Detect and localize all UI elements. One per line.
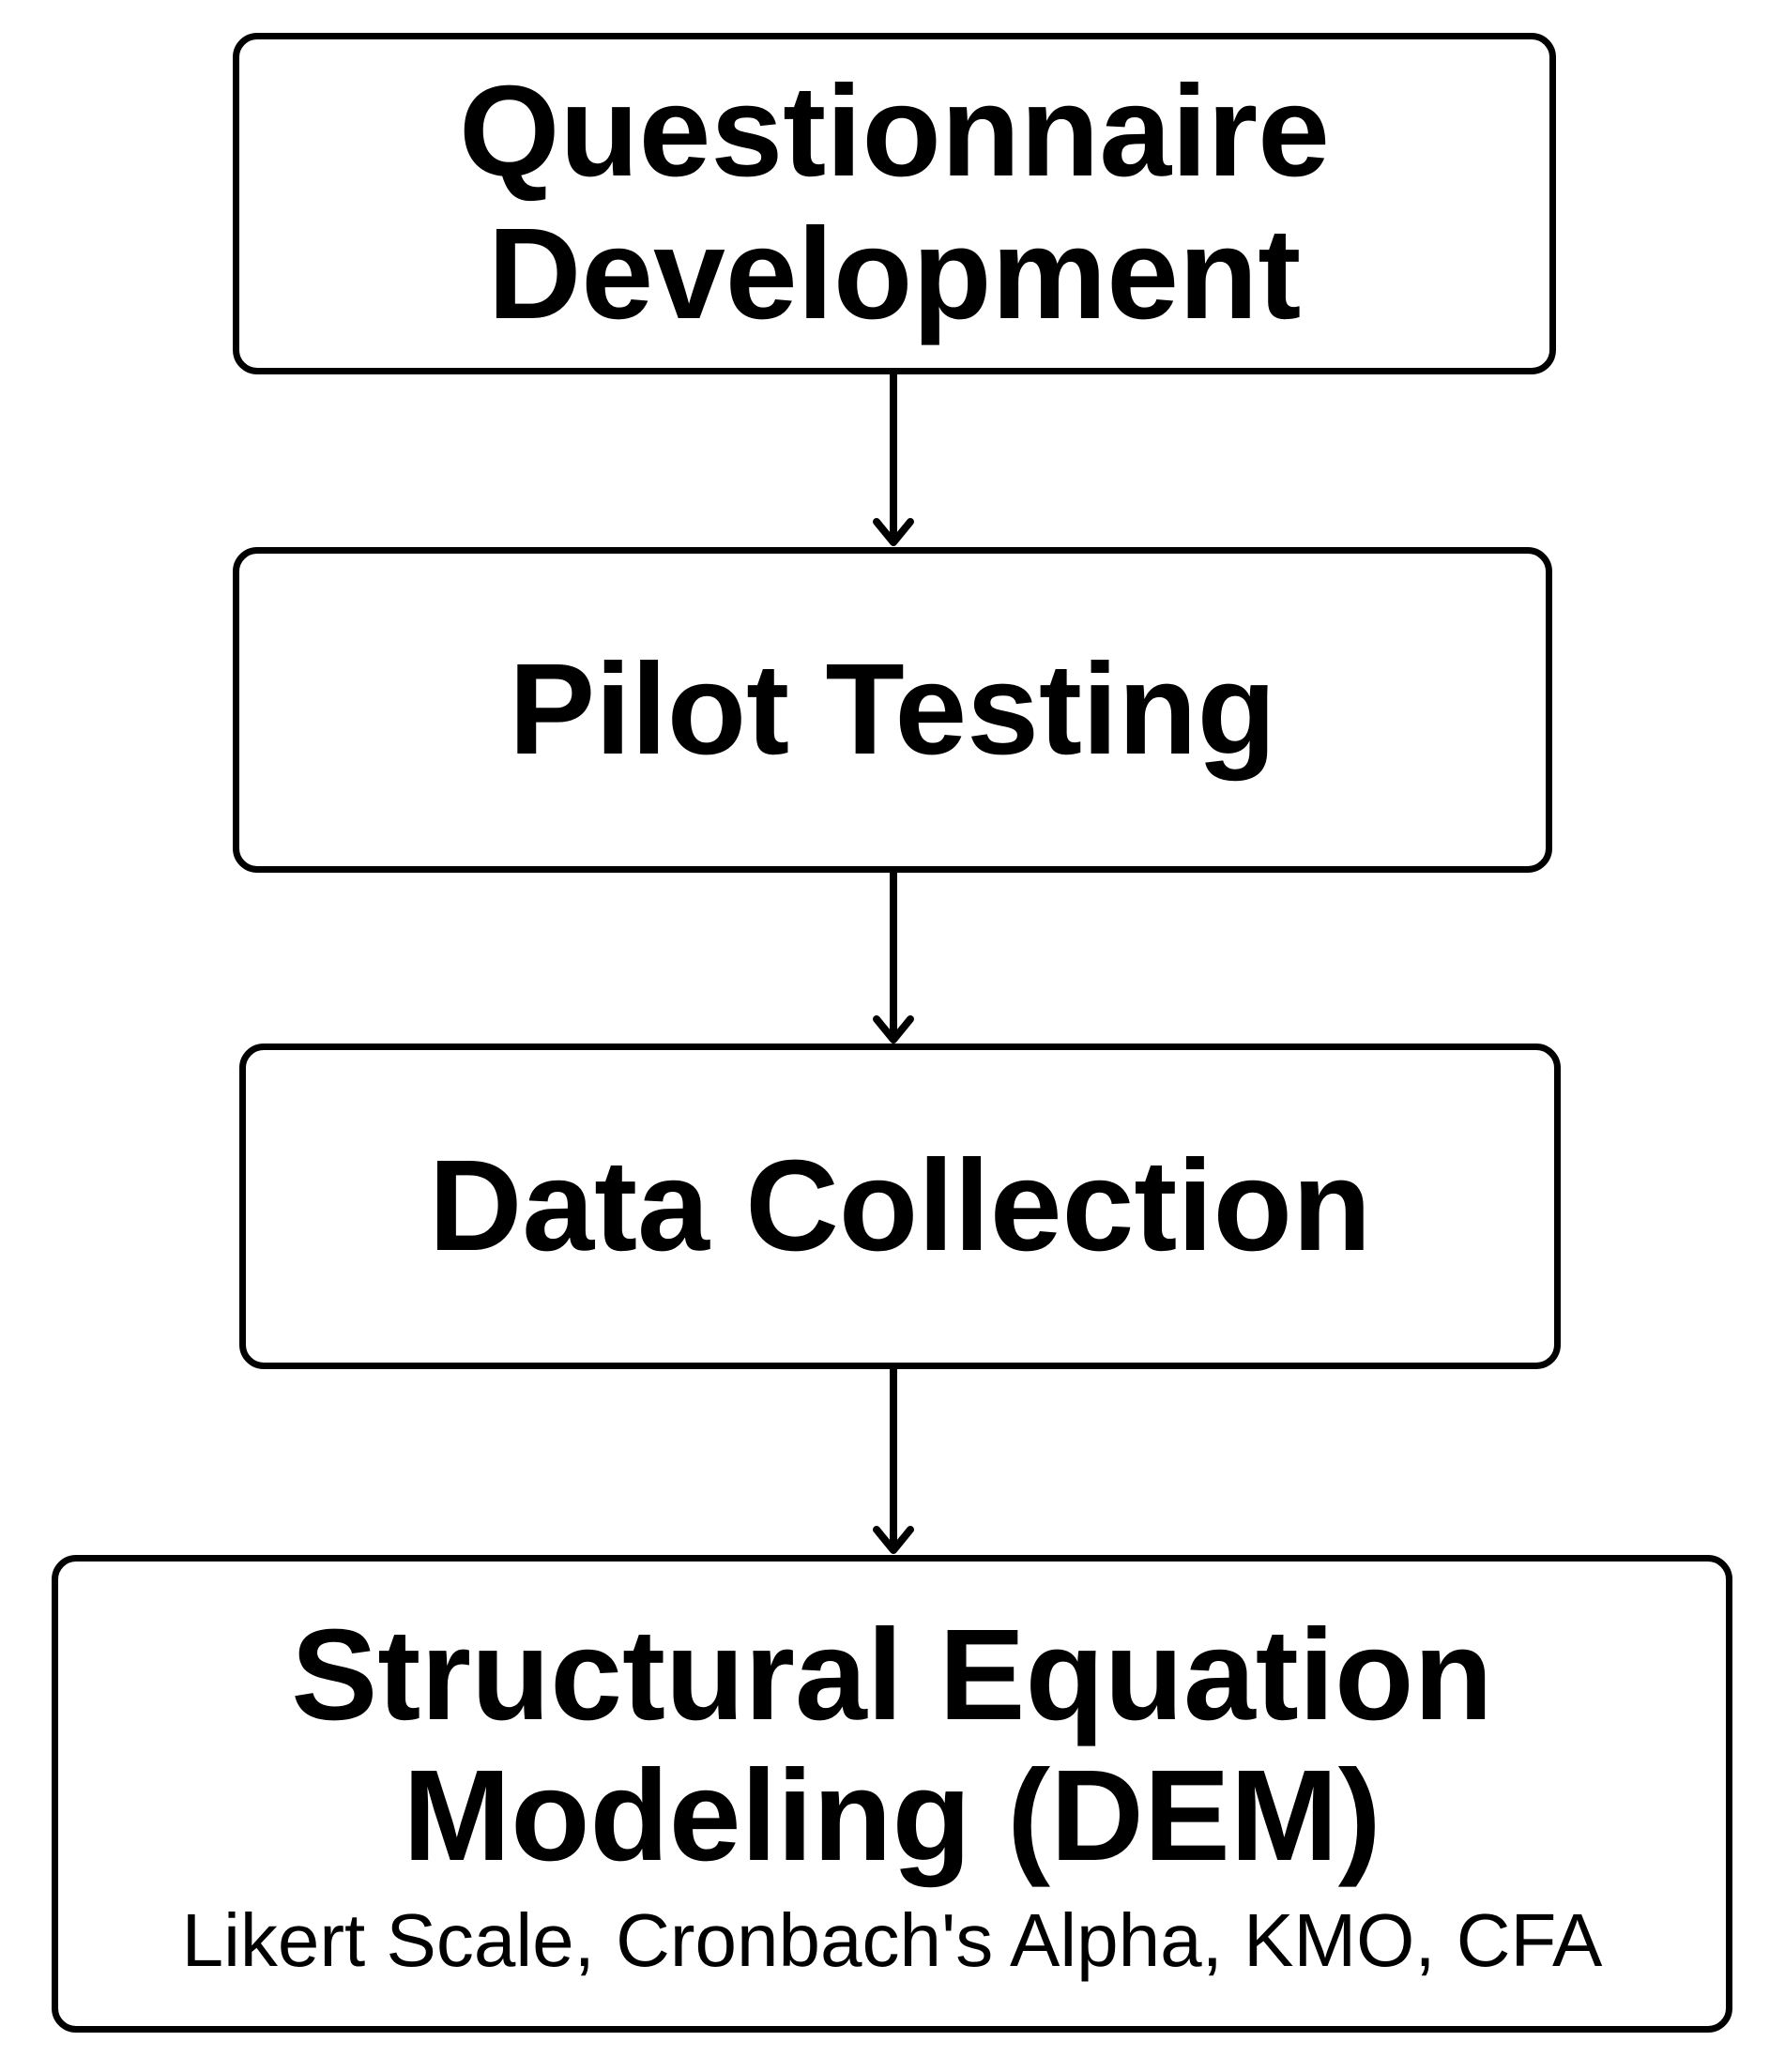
node-pilot-testing: Pilot Testing bbox=[233, 547, 1552, 873]
arrow-edge-1 bbox=[873, 374, 914, 546]
node-title-line-1: Questionnaire bbox=[459, 59, 1330, 205]
node-data-collection: Data Collection bbox=[239, 1044, 1561, 1369]
node-title-line-1: Structural Equation bbox=[291, 1603, 1493, 1748]
arrow-edge-3 bbox=[873, 1369, 914, 1554]
arrow-edge-2 bbox=[873, 873, 914, 1044]
node-title-line-1: Data Collection bbox=[428, 1133, 1372, 1278]
node-title-line-2: Development bbox=[487, 202, 1302, 346]
node-title-line-1: Pilot Testing bbox=[509, 636, 1276, 782]
node-title-line-2: Modeling (DEM) bbox=[403, 1743, 1381, 1888]
node-structural-equation-modeling: Structural Equation Modeling (DEM) Liker… bbox=[52, 1555, 1732, 2033]
node-subtitle: Likert Scale, Cronbach's Alpha, KMO, CFA bbox=[181, 1897, 1603, 1982]
node-questionnaire-development: Questionnaire Development bbox=[233, 33, 1556, 374]
